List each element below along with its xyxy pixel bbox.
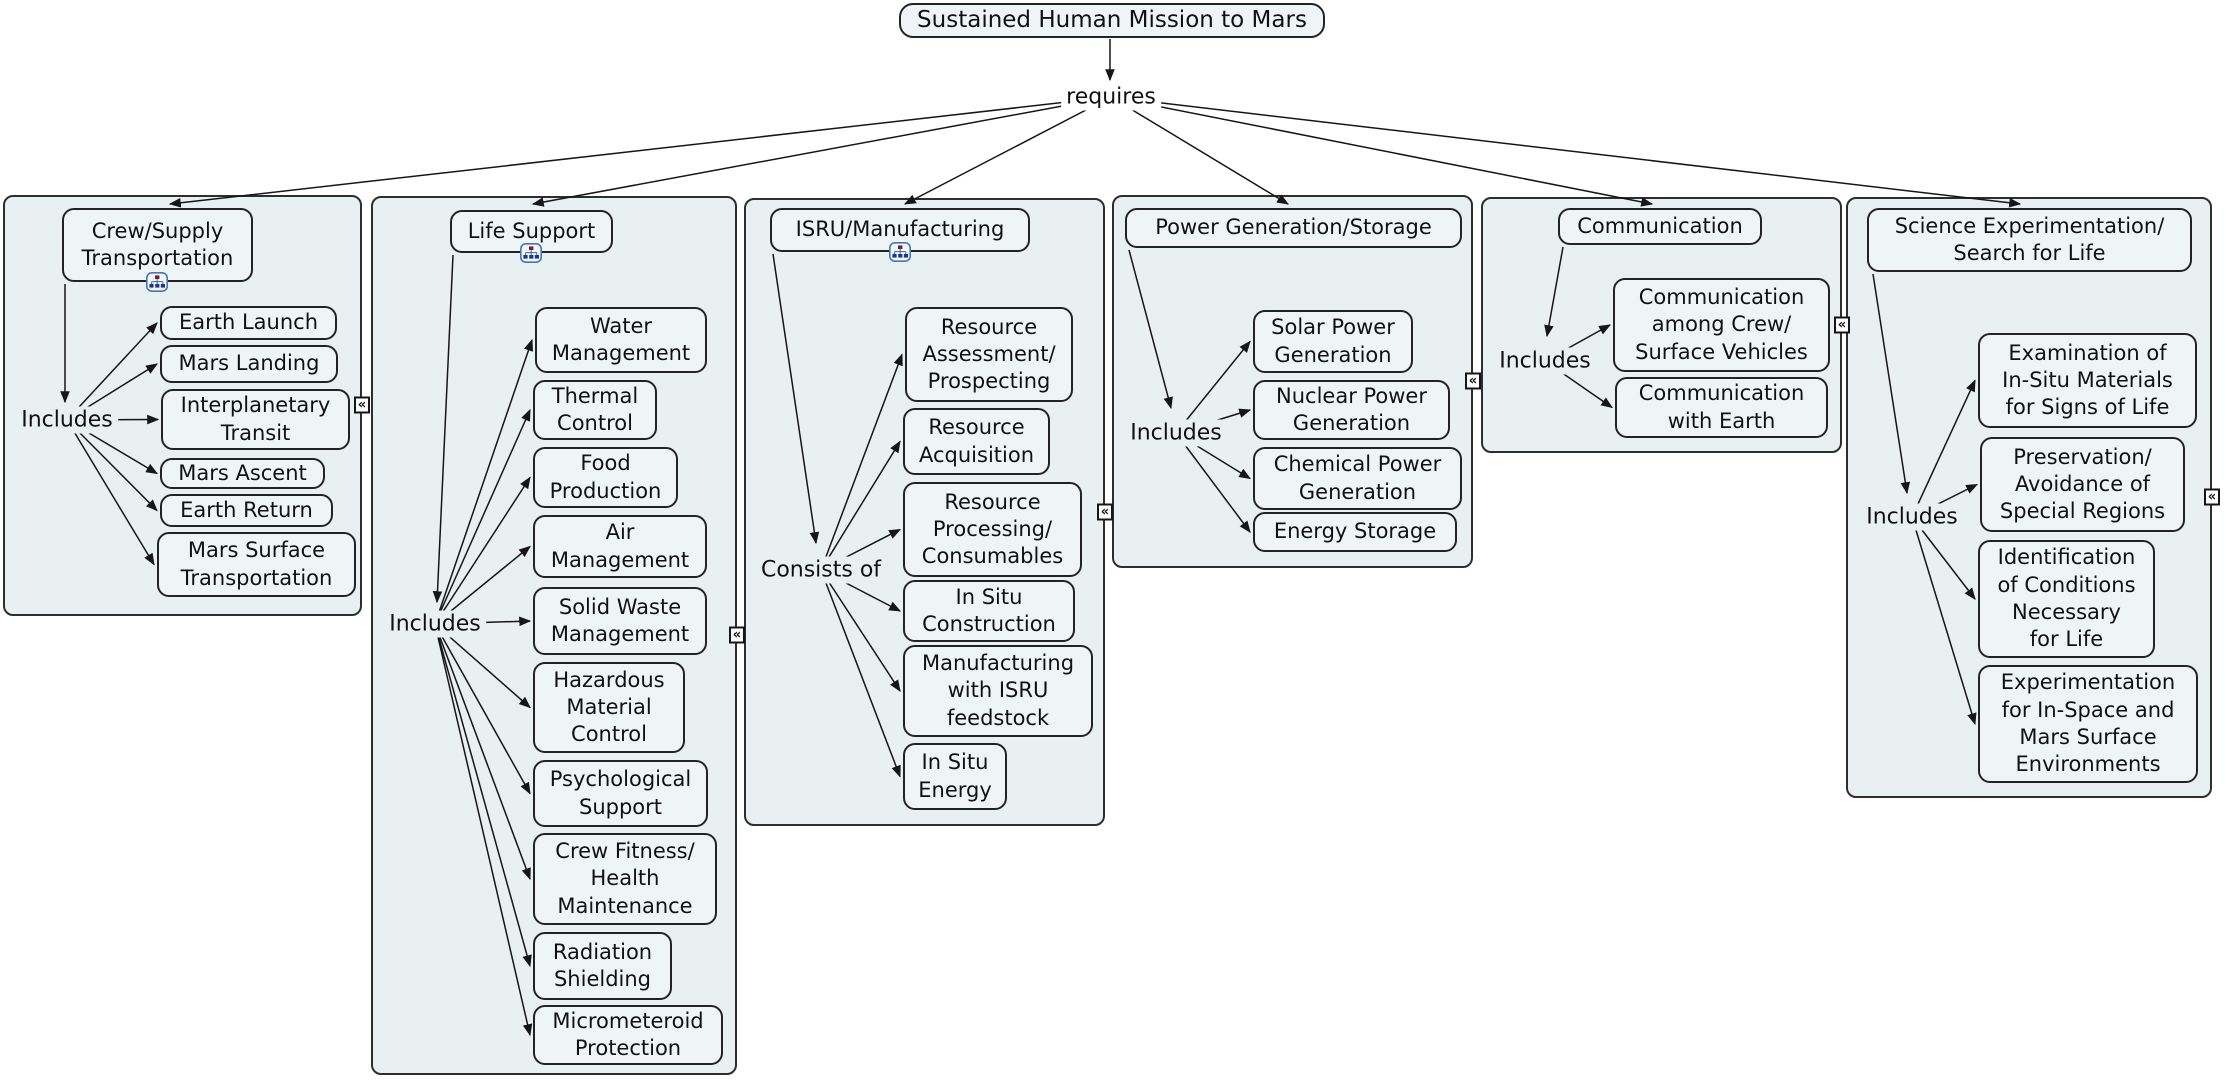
- concept-child[interactable]: Communication among Crew/ Surface Vehicl…: [1613, 278, 1830, 372]
- concept-child[interactable]: Water Management: [535, 307, 707, 373]
- concept-communication[interactable]: Communication: [1558, 208, 1762, 245]
- collapse-icon[interactable]: «: [2204, 488, 2220, 506]
- linked-submap-icon[interactable]: [889, 242, 911, 262]
- concept-child[interactable]: Energy Storage: [1253, 512, 1457, 552]
- collapse-icon[interactable]: «: [1097, 503, 1113, 521]
- connector-line: [1110, 96, 2022, 208]
- concept-child[interactable]: Nuclear Power Generation: [1253, 380, 1450, 440]
- concept-child[interactable]: Solar Power Generation: [1253, 310, 1413, 373]
- linking-phrase-requires[interactable]: requires: [1061, 83, 1161, 111]
- concept-child[interactable]: Manufacturing with ISRU feedstock: [903, 645, 1093, 737]
- concept-child[interactable]: Food Production: [533, 447, 678, 508]
- connector-line: [1110, 96, 1290, 205]
- submap-glyph: [889, 242, 911, 262]
- collapse-icon[interactable]: «: [1465, 372, 1481, 390]
- linking-phrase-life-support[interactable]: Includes: [384, 610, 486, 638]
- concept-child[interactable]: Communication with Earth: [1615, 377, 1828, 438]
- concept-child[interactable]: In Situ Construction: [903, 580, 1075, 642]
- collapse-icon[interactable]: «: [1834, 316, 1850, 334]
- concept-child[interactable]: In Situ Energy: [903, 743, 1007, 810]
- concept-child[interactable]: Preservation/ Avoidance of Special Regio…: [1980, 437, 2185, 532]
- collapse-icon[interactable]: «: [729, 626, 745, 644]
- concept-child[interactable]: Earth Return: [160, 494, 333, 527]
- submap-glyph: [520, 243, 542, 263]
- concept-child[interactable]: Earth Launch: [160, 306, 337, 340]
- concept-child[interactable]: Solid Waste Management: [533, 587, 707, 655]
- concept-child[interactable]: Psychological Support: [533, 760, 708, 827]
- root-concept[interactable]: Sustained Human Mission to Mars: [899, 3, 1325, 38]
- concept-child[interactable]: Thermal Control: [533, 380, 657, 440]
- linking-phrase-science-experimentation[interactable]: Includes: [1861, 503, 1963, 531]
- collapse-icon[interactable]: «: [354, 396, 370, 414]
- concept-child[interactable]: Hazardous Material Control: [533, 662, 685, 753]
- concept-child[interactable]: Micrometeroid Protection: [533, 1005, 723, 1065]
- concept-child[interactable]: Air Management: [533, 515, 707, 578]
- linking-phrase-communication[interactable]: Includes: [1494, 347, 1596, 375]
- concept-science-experimentation[interactable]: Science Experimentation/ Search for Life: [1867, 208, 2192, 272]
- concept-power-generation-storage[interactable]: Power Generation/Storage: [1125, 208, 1462, 248]
- concept-child[interactable]: Identification of Conditions Necessary f…: [1978, 540, 2155, 658]
- concept-child[interactable]: Resource Processing/ Consumables: [903, 482, 1082, 577]
- concept-child[interactable]: Mars Surface Transportation: [157, 532, 356, 597]
- concept-crew-supply-transportation[interactable]: Crew/Supply Transportation: [62, 208, 253, 282]
- concept-child[interactable]: Experimentation for In-Space and Mars Su…: [1978, 665, 2198, 783]
- linking-phrase-crew-supply-transportation[interactable]: Includes: [16, 406, 118, 434]
- concept-child[interactable]: Mars Ascent: [160, 458, 325, 489]
- concept-child[interactable]: Resource Assessment/ Prospecting: [905, 307, 1073, 402]
- concept-child[interactable]: Mars Landing: [160, 345, 338, 383]
- linking-phrase-power-generation-storage[interactable]: Includes: [1125, 419, 1227, 447]
- linked-submap-icon[interactable]: [146, 272, 168, 292]
- connector-line: [1110, 96, 1654, 207]
- linking-phrase-isru-manufacturing[interactable]: Consists of: [755, 556, 887, 584]
- concept-child[interactable]: Crew Fitness/ Health Maintenance: [533, 833, 717, 925]
- connector-line: [531, 96, 1112, 207]
- concept-child[interactable]: Interplanetary Transit: [161, 389, 350, 450]
- submap-glyph: [146, 272, 168, 292]
- concept-child[interactable]: Radiation Shielding: [533, 932, 672, 1000]
- connector-line: [168, 96, 1112, 208]
- concept-child[interactable]: Chemical Power Generation: [1253, 447, 1462, 510]
- linked-submap-icon[interactable]: [520, 243, 542, 263]
- connector-line: [903, 96, 1112, 205]
- concept-child[interactable]: Examination of In-Situ Materials for Sig…: [1978, 333, 2197, 428]
- concept-child[interactable]: Resource Acquisition: [903, 408, 1050, 475]
